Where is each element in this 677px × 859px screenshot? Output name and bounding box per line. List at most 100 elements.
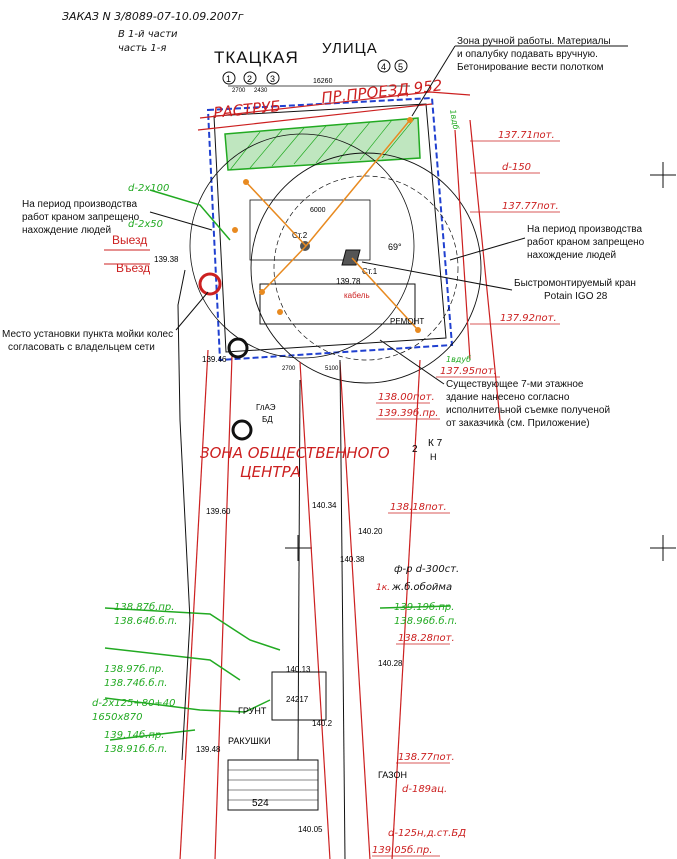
- elev-13939: 139.39б.пр.: [378, 407, 438, 419]
- svg-text:Potain IGO 28: Potain IGO 28: [544, 291, 608, 302]
- cable-label: кабель: [344, 291, 370, 300]
- mark-2: 2: [412, 444, 418, 455]
- elev-14038: 140.38: [340, 555, 365, 564]
- green-13914: 139.14б.пр.: [104, 729, 164, 741]
- axis-mark-4: 4: [381, 62, 386, 72]
- green-13887: 138.87б.пр.: [114, 601, 174, 613]
- construction-site: Ст.1 Ст.2 69° 6000 139.78 кабель РЕМОНТ: [189, 96, 482, 384]
- crane-st2: Ст.2: [292, 231, 308, 240]
- public-center-1: ЗОНА ОБЩЕСТВЕННОГО: [200, 444, 390, 462]
- note-manual-zone: Зона ручной работы. Материалы и опалубку…: [411, 35, 628, 117]
- street-name-b: УЛИЦА: [322, 40, 378, 57]
- pipe-d125: d-125н,д.ст.БД: [388, 828, 466, 839]
- elev-13948: 139.48: [196, 745, 221, 754]
- svg-text:исполнительной съемке получено: исполнительной съемке полученой: [446, 405, 610, 416]
- elev-13905: 139.05б.пр.: [372, 844, 432, 856]
- dim-2430: 2430: [254, 88, 268, 94]
- green-13897: 138.97б.пр.: [104, 663, 164, 675]
- elev-13795: 137.95пот.: [440, 366, 497, 377]
- pipe-d189: d-189ац.: [402, 784, 447, 795]
- dim-2700: 2700: [232, 88, 246, 94]
- glavd-label: ГлАЭ: [256, 403, 276, 412]
- mark-h: Н: [430, 452, 437, 462]
- svg-text:работ краном запрещено: работ краном запрещено: [527, 236, 645, 248]
- svg-text:Место установки пункта мойки к: Место установки пункта мойки колес: [2, 329, 173, 340]
- svg-text:нахождение людей: нахождение людей: [22, 225, 111, 236]
- elev-13828: 138.28пот.: [398, 633, 455, 644]
- green-13864: 138.64б.б.п.: [114, 615, 177, 627]
- green-d2x50: d-2х50: [128, 219, 163, 230]
- elev-13792: 137.92пот.: [500, 313, 557, 324]
- elev-1402: 140.2: [312, 719, 333, 728]
- volume-line: В 1-й части: [118, 29, 178, 40]
- elevation-13978: 139.78: [336, 277, 361, 286]
- svg-text:и опалубку подавать вручную.: и опалубку подавать вручную.: [457, 48, 598, 60]
- wash-site-marker: [198, 272, 222, 296]
- pipe-d150: d-150: [502, 162, 531, 173]
- street-name-a: ТКАЦКАЯ: [214, 48, 299, 67]
- green-13891: 138.91б.б.п.: [104, 743, 167, 755]
- building-524: [227, 759, 319, 811]
- green-13896: 138.96б.б.п.: [394, 615, 457, 627]
- green-d2x125: d-2х125+80+40: [92, 698, 176, 709]
- green-13874: 138.74б.б.п.: [104, 677, 167, 689]
- svg-text:от заказчика (см. Приложение): от заказчика (см. Приложение): [446, 418, 590, 429]
- grunt-label: ГРУНТ: [238, 706, 267, 716]
- dim-6000: 6000: [310, 207, 326, 214]
- num-24217: 24217: [286, 695, 309, 704]
- svg-text:здание нанесено согласно: здание нанесено согласно: [446, 392, 570, 403]
- fence-lines: [177, 269, 346, 859]
- elev-13818: 138.18пот.: [390, 502, 447, 513]
- elev-14013: 140.13: [286, 665, 311, 674]
- dim-16260: 16260: [313, 78, 333, 85]
- svg-text:согласовать с владельцем сети: согласовать с владельцем сети: [8, 342, 155, 353]
- road-lines: [179, 91, 501, 859]
- elev-13771: 137.71пот.: [498, 130, 555, 141]
- elev-13877: 138.77пот.: [398, 752, 455, 763]
- bd-label: БД: [262, 415, 273, 424]
- axis-marks: 1 2 3 4 5: [222, 59, 408, 85]
- elev-14028: 140.28: [378, 659, 403, 668]
- green-1vdb: 1вдб: [448, 109, 460, 131]
- elev-14020: 140.20: [358, 527, 383, 536]
- svg-text:Бетонирование вести полотком: Бетонирование вести полотком: [457, 62, 604, 73]
- note-crane-ban-right: На период производства работ краном запр…: [449, 224, 645, 261]
- mark-1k: 1к.: [376, 583, 390, 593]
- green-13919: 139.19б.пр.: [394, 601, 454, 613]
- mark-k7: К 7: [428, 438, 443, 449]
- note-wash-site: Место установки пункта мойки колес согла…: [2, 291, 209, 353]
- gate-marker-2: [231, 419, 253, 441]
- elev-13960: 139.60: [206, 507, 231, 516]
- elev-13946: 139.46: [202, 355, 227, 364]
- public-center-2: ЦЕНТРА: [240, 463, 301, 481]
- svg-text:работ краном запрещено: работ краном запрещено: [22, 211, 140, 223]
- note-crane-type: Быстромонтируемый кран Potain IGO 28: [361, 261, 636, 302]
- axis-mark-1: 1: [226, 74, 231, 84]
- note-existing-building: Существующее 7-ми этажное здание нанесен…: [379, 339, 610, 429]
- elev-14005: 140.05: [298, 825, 323, 834]
- svg-text:Быстромонтируемый кран: Быстромонтируемый кран: [514, 278, 636, 289]
- exit-label: Выезд: [112, 233, 147, 247]
- num-524: 524: [252, 798, 269, 809]
- dim-2700b: 2700: [282, 366, 296, 372]
- concrete-ring: ж.б.обойма: [391, 581, 452, 593]
- axis-mark-3: 3: [270, 74, 275, 84]
- order-line: ЗАКАЗ N 3/8089-07-10.09.2007г: [62, 10, 244, 23]
- rakushki-label: РАКУШКИ: [228, 736, 270, 746]
- green-1650x870: 1650х870: [92, 712, 142, 723]
- entry-label: Въезд: [116, 261, 150, 275]
- gazon-label: ГАЗОН: [378, 770, 407, 780]
- green-utility-lines: [104, 189, 451, 741]
- green-1vdub: 1вдуб: [446, 355, 471, 364]
- crane-st1: Ст.1: [362, 267, 378, 276]
- elev-13938: 139.38: [154, 255, 179, 264]
- svg-text:Зона ручной работы. Материалы: Зона ручной работы. Материалы: [457, 35, 611, 47]
- part-line: часть 1-я: [118, 43, 166, 54]
- green-d2x100: d-2х100: [128, 183, 169, 194]
- elev-13800: 138.00пот.: [378, 392, 435, 403]
- svg-text:нахождение людей: нахождение людей: [527, 250, 616, 261]
- gate-marker-1: [227, 337, 249, 359]
- axis-mark-5: 5: [398, 62, 403, 72]
